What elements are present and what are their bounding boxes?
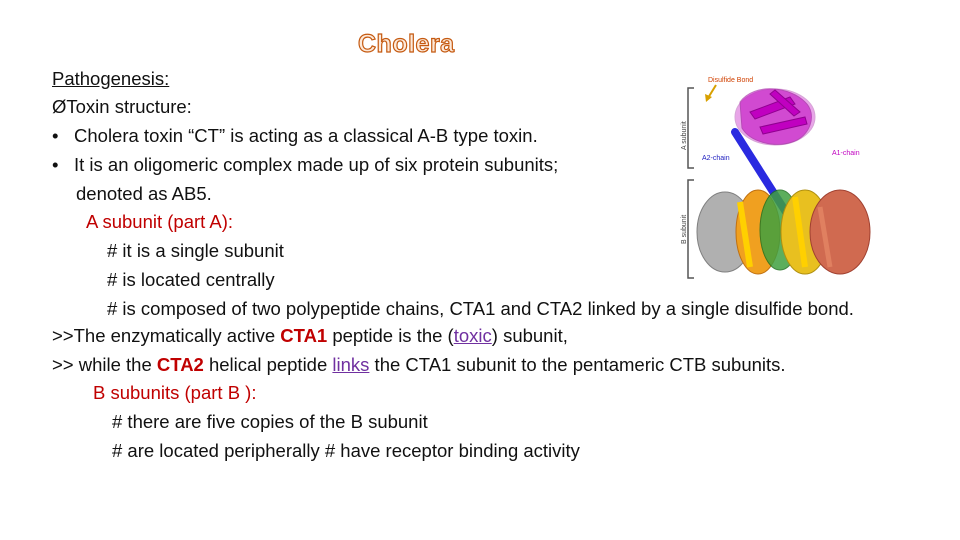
slide-title: Cholera bbox=[357, 29, 455, 58]
cta1-term: CTA1 bbox=[280, 325, 328, 346]
toxin-structure-label: Toxin structure: bbox=[66, 96, 192, 117]
bullet-icon: • bbox=[52, 154, 59, 175]
bullet-line-1: • Cholera toxin “CT” is acting as a class… bbox=[52, 125, 538, 147]
bullet-line-2: • It is an oligomeric complex made up of … bbox=[52, 154, 558, 176]
toxic-link[interactable]: toxic bbox=[453, 325, 492, 346]
toxin-structure-heading: ØToxin structure: bbox=[52, 96, 192, 118]
a-subunit-point-3: # is composed of two polypeptide chains,… bbox=[107, 298, 854, 319]
cta1-line-suffix: ) subunit, bbox=[491, 325, 568, 346]
pathogenesis-heading: Pathogenesis: bbox=[52, 68, 170, 89]
a1-chain-label: A1-chain bbox=[832, 150, 860, 157]
arrow-bullet-icon: Ø bbox=[52, 96, 67, 117]
a2-chain-label: A2-chain bbox=[702, 155, 730, 162]
cholera-toxin-structure-image: A subunit B subunit Disulfide Bond A1-ch… bbox=[680, 72, 880, 286]
a-subunit-point-1: # it is a single subunit bbox=[107, 240, 284, 261]
links-link[interactable]: links bbox=[332, 354, 370, 375]
cta2-term: CTA2 bbox=[156, 354, 204, 375]
cta1-line-prefix: >>The enzymatically active bbox=[52, 325, 281, 346]
b-subunit-heading: B subunits (part B ): bbox=[93, 382, 257, 403]
cta2-line: >> while the CTA2 helical peptide links … bbox=[52, 354, 786, 376]
bullet-text-2: It is an oligomeric complex made up of s… bbox=[74, 154, 559, 175]
b-subunit-point-2: # are located peripherally # have recept… bbox=[112, 440, 580, 461]
b-subunit-label: B subunit bbox=[681, 215, 688, 244]
cta1-line-middle: peptide is the ( bbox=[327, 325, 454, 346]
b-subunit-point-1: # there are five copies of the B subunit bbox=[112, 411, 428, 432]
bullet-icon: • bbox=[52, 125, 59, 146]
cta2-line-prefix: >> while the bbox=[52, 354, 157, 375]
cta1-line: >>The enzymatically active CTA1 peptide … bbox=[52, 325, 568, 347]
a-subunit-point-2: # is located centrally bbox=[107, 269, 275, 290]
a-subunit-label: A subunit bbox=[681, 121, 688, 150]
a-subunit-heading: A subunit (part A): bbox=[86, 211, 234, 232]
cta2-line-middle: helical peptide bbox=[203, 354, 333, 375]
disulfide-bond-label: Disulfide Bond bbox=[708, 77, 753, 84]
bullet-text-2-continued: denoted as AB5. bbox=[76, 183, 212, 204]
cta2-line-suffix: the CTA1 subunit to the pentameric CTB s… bbox=[369, 354, 786, 375]
bullet-text-1: Cholera toxin “CT” is acting as a classi… bbox=[74, 125, 538, 146]
